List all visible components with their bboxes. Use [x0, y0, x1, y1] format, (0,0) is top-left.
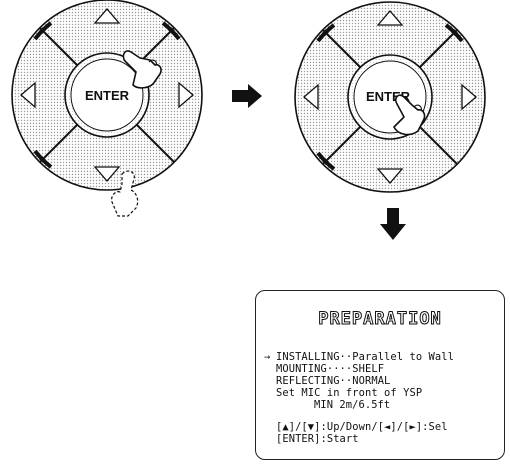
- enter-label: ENTER: [85, 88, 130, 103]
- left-remote-pad: ENTER: [11, 0, 203, 191]
- up-arrow-icon[interactable]: [376, 10, 404, 26]
- left-arrow-icon[interactable]: [20, 81, 36, 109]
- up-arrow-icon[interactable]: [93, 8, 121, 24]
- osd-line-installing[interactable]: INSTALLING··Parallel to Wall: [276, 351, 454, 363]
- down-arrow-icon[interactable]: [376, 168, 404, 184]
- down-arrow-icon[interactable]: [93, 166, 121, 182]
- osd-line-mic-instruction: Set MIC in front of YSP: [276, 387, 423, 399]
- enter-button[interactable]: [70, 58, 144, 132]
- right-arrow-icon[interactable]: [461, 83, 477, 111]
- osd-line-min-distance: MIN 2m/6.5ft: [314, 399, 391, 411]
- right-arrow-icon[interactable]: [178, 81, 194, 109]
- step-arrow-right-icon: [232, 84, 262, 108]
- step-arrow-down-icon: [380, 208, 406, 240]
- osd-title: PREPARATION: [318, 309, 442, 330]
- osd-line-enter-help: [ENTER]:Start: [276, 433, 359, 445]
- hand-pressing-icon: [122, 50, 162, 89]
- osd-line-reflecting[interactable]: REFLECTING··NORMAL: [276, 375, 391, 387]
- left-arrow-icon[interactable]: [303, 83, 319, 111]
- osd-line-mounting[interactable]: MOUNTING····SHELF: [276, 363, 385, 375]
- right-remote-pad: ENTER: [294, 1, 486, 193]
- osd-line-key-help: [▲]/[▼]:Up/Down/[◄]/[►]:Sel: [276, 421, 448, 433]
- preparation-osd-panel: PREPARATION → INSTALLING··Parallel to Wa…: [255, 290, 505, 460]
- hand-pressing-icon: [393, 94, 426, 136]
- osd-cursor-icon: →: [264, 351, 271, 363]
- hand-moving-icon: [111, 170, 139, 217]
